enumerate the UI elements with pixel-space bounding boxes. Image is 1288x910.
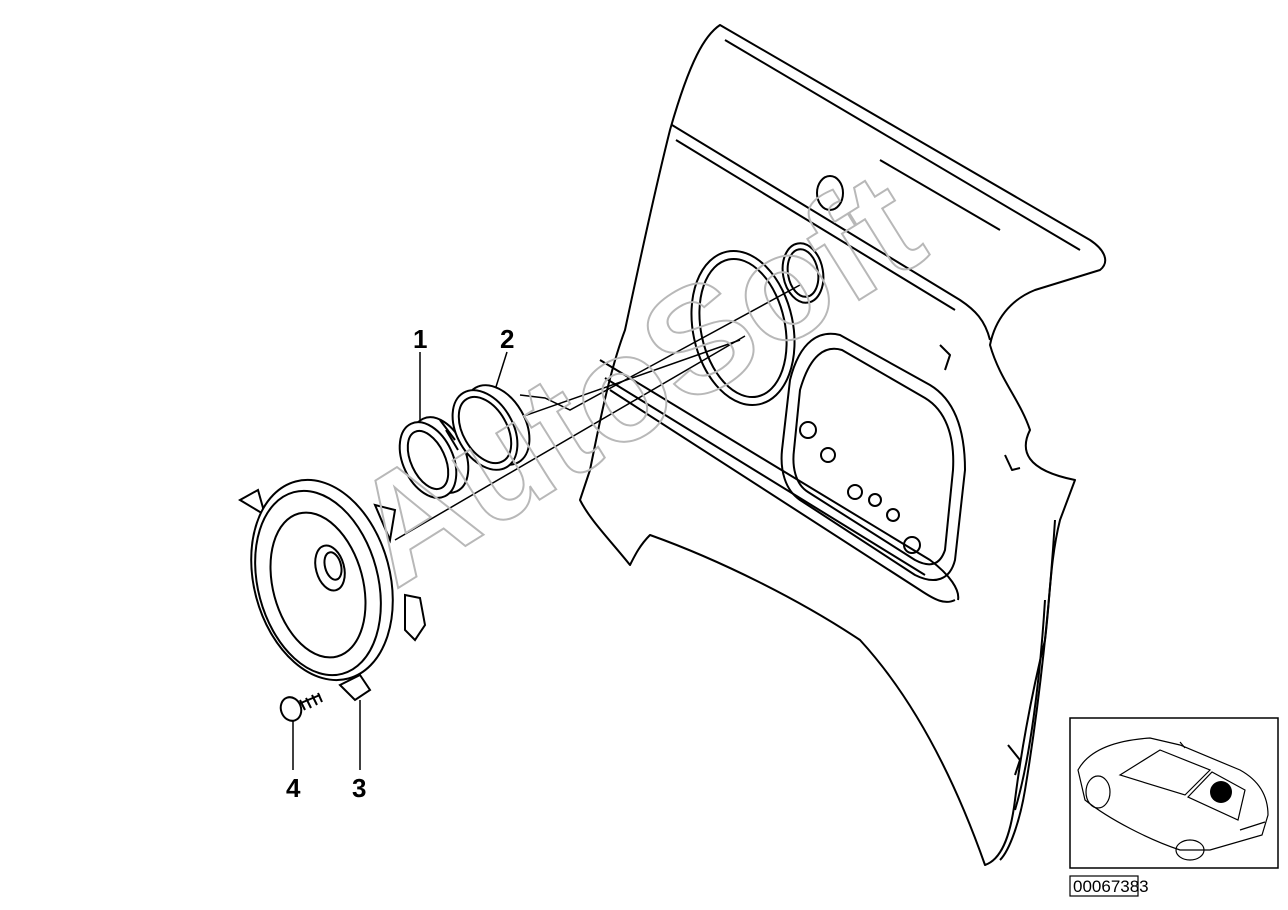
- callout-2: 2: [500, 324, 514, 354]
- callout-1: 1: [413, 324, 427, 354]
- reference-number: 00067383: [1073, 877, 1149, 896]
- screw-icon: [279, 692, 323, 722]
- trim-panel: [579, 24, 1107, 866]
- car-locator-icon: [1069, 717, 1279, 869]
- adapter-ring: [451, 384, 531, 471]
- reference-box: [1069, 875, 1139, 897]
- callout-4: 4: [286, 773, 301, 803]
- callout-3: 3: [352, 773, 366, 803]
- watermark: AutoSoft: [323, 139, 949, 617]
- speaker-icon: [238, 478, 427, 702]
